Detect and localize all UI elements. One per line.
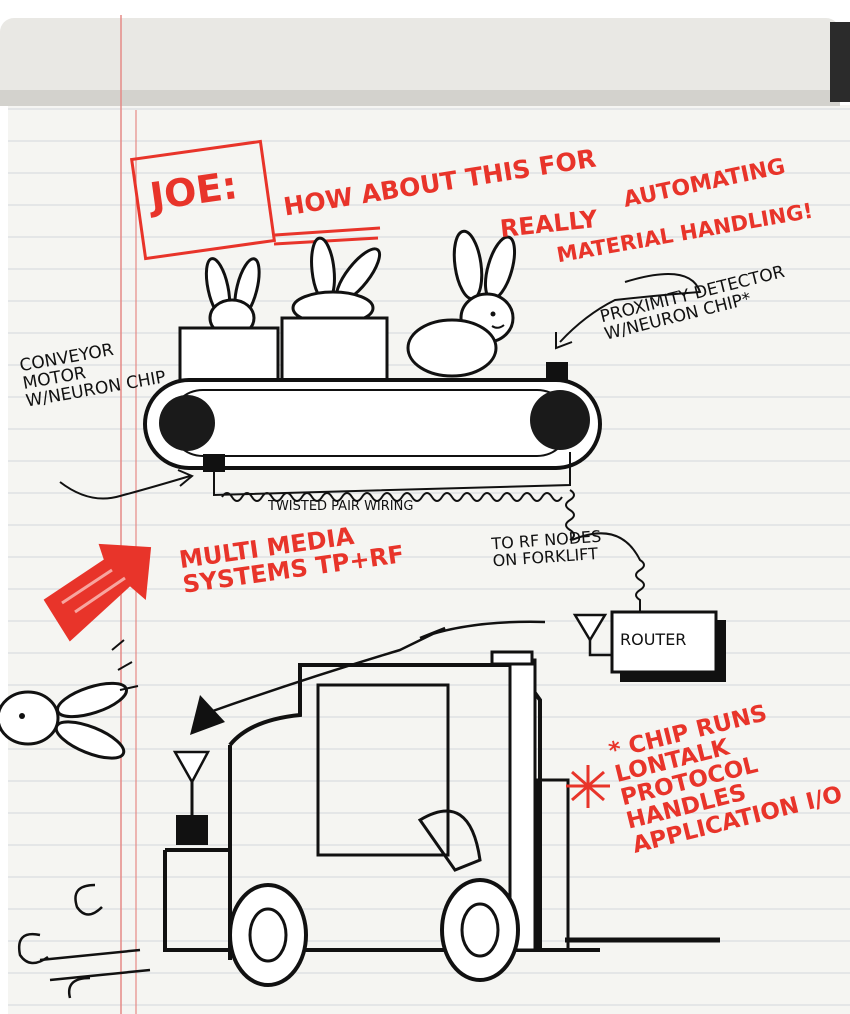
roller-right: [530, 390, 590, 450]
twisted-pair-label: TWISTED PAIR WIRING: [268, 500, 413, 514]
roller-left: [159, 395, 215, 451]
wheel-rear: [442, 880, 518, 980]
forklift-chip: [176, 815, 208, 845]
router-label: ROUTER: [620, 632, 686, 649]
motor-chip: [203, 454, 225, 472]
proximity-detector: [546, 362, 568, 380]
wheel-front: [230, 885, 306, 985]
